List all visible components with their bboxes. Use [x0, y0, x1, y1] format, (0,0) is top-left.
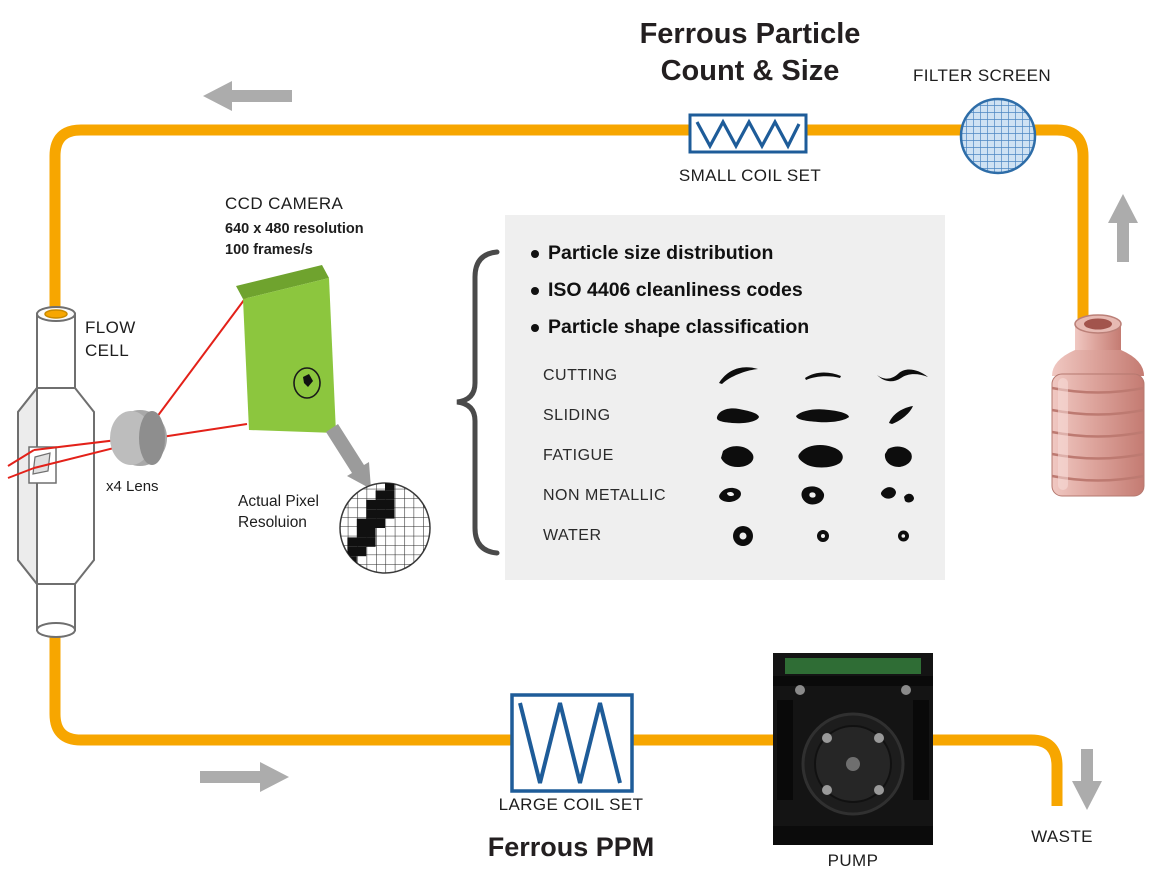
bullet-item: ISO 4406 cleanliness codes: [531, 276, 945, 305]
waste-label: WASTE: [1031, 827, 1093, 846]
tube-top-loop: [49, 124, 1089, 342]
particle-shape-icon: [898, 530, 909, 542]
flow-arrow-bottom-left: [200, 762, 289, 792]
particle-shape-icon: [733, 526, 753, 546]
lens-label: x4 Lens: [106, 478, 159, 495]
large-coil-graphic: [510, 693, 634, 793]
bullet-dot-icon: [531, 249, 539, 258]
filter-screen-label: FILTER SCREEN: [913, 66, 1052, 85]
ccd-sensor-graphic: [236, 265, 336, 433]
ccd-camera-title: CCD CAMERA: [225, 194, 344, 213]
particle-shape-icon: [877, 369, 928, 382]
row-label: SLIDING: [543, 407, 611, 424]
large-coil-set-label: LARGE COIL SET: [498, 795, 644, 814]
particle-rows: CUTTING SLIDING FATIGUE NON METALLIC: [505, 356, 945, 556]
flow-cell-label-line2: CELL: [85, 341, 130, 360]
top-title-line1: Ferrous Particle: [639, 18, 861, 50]
ccd-camera-block: CCD CAMERA 640 x 480 resolution 100 fram…: [225, 194, 364, 261]
panel-bullets: Particle size distribution ISO 4406 clea…: [505, 239, 945, 342]
row-label: CUTTING: [543, 367, 618, 384]
brace: [456, 249, 500, 556]
row-label: NON METALLIC: [543, 487, 667, 504]
top-title: Ferrous Particle Count & Size: [590, 16, 910, 90]
ccd-camera-framerate: 100 frames/s: [225, 242, 313, 258]
pump-photo: [773, 653, 933, 845]
flow-cell-graphic: [17, 306, 95, 638]
ccd-camera-resolution: 640 x 480 resolution: [225, 221, 364, 237]
sample-bottle-graphic: [1051, 314, 1145, 497]
bullet-text: Particle size distribution: [548, 242, 774, 264]
particle-shape-icon: [798, 445, 843, 468]
sensor-particle-callout: [293, 367, 321, 399]
pixel-resolution-label: Actual Pixel Resoluion: [238, 491, 319, 533]
flow-cell-label-line1: FLOW: [85, 318, 136, 337]
flow-arrow-right-up: [1108, 194, 1138, 262]
particle-shape-icon: [880, 487, 914, 503]
bullet-item: Particle shape classification: [531, 313, 945, 342]
bullet-dot-icon: [531, 323, 539, 332]
particle-shape-icon: [889, 406, 913, 424]
pixel-resolution-circle: [339, 482, 431, 574]
particle-shape-icon: [719, 487, 741, 502]
particle-row-cutting: CUTTING: [505, 356, 945, 396]
lens-graphic: [110, 410, 167, 466]
particle-shape-icon: [801, 486, 825, 505]
particle-row-non-metallic: NON METALLIC: [505, 476, 945, 516]
particle-row-fatigue: FATIGUE: [505, 436, 945, 476]
pump-label: PUMP: [827, 851, 879, 870]
flow-arrow-top-left: [203, 81, 292, 111]
flow-cell-label: FLOW CELL: [85, 316, 136, 362]
particle-shape-icon: [716, 408, 759, 424]
bullet-text: ISO 4406 cleanliness codes: [548, 279, 803, 301]
bottom-title: Ferrous PPM: [487, 832, 655, 862]
small-coil-set-label: SMALL COIL SET: [678, 166, 822, 185]
bullet-text: Particle shape classification: [548, 316, 810, 338]
particle-shape-icon: [817, 530, 829, 542]
particle-row-sliding: SLIDING: [505, 396, 945, 436]
pixel-resolution-label-line2: Resoluion: [238, 514, 307, 531]
zoom-arrow: [326, 424, 371, 489]
top-title-line2: Count & Size: [660, 55, 840, 87]
row-label: WATER: [543, 527, 602, 544]
flow-arrow-waste-down: [1072, 749, 1102, 810]
particle-shape-icon: [719, 367, 758, 384]
info-panel: Particle size distribution ISO 4406 clea…: [505, 215, 945, 580]
row-label: FATIGUE: [543, 447, 614, 464]
bullet-dot-icon: [531, 286, 539, 295]
particle-shape-icon: [805, 372, 841, 380]
bullet-item: Particle size distribution: [531, 239, 945, 268]
particle-shape-icon: [721, 446, 754, 468]
pixel-resolution-label-line1: Actual Pixel: [238, 493, 319, 510]
particle-row-water: WATER: [505, 516, 945, 556]
filter-screen-graphic: [959, 97, 1037, 175]
particle-shape-icon: [796, 409, 849, 423]
small-coil-graphic: [688, 113, 808, 154]
particle-shape-icon: [884, 446, 912, 467]
